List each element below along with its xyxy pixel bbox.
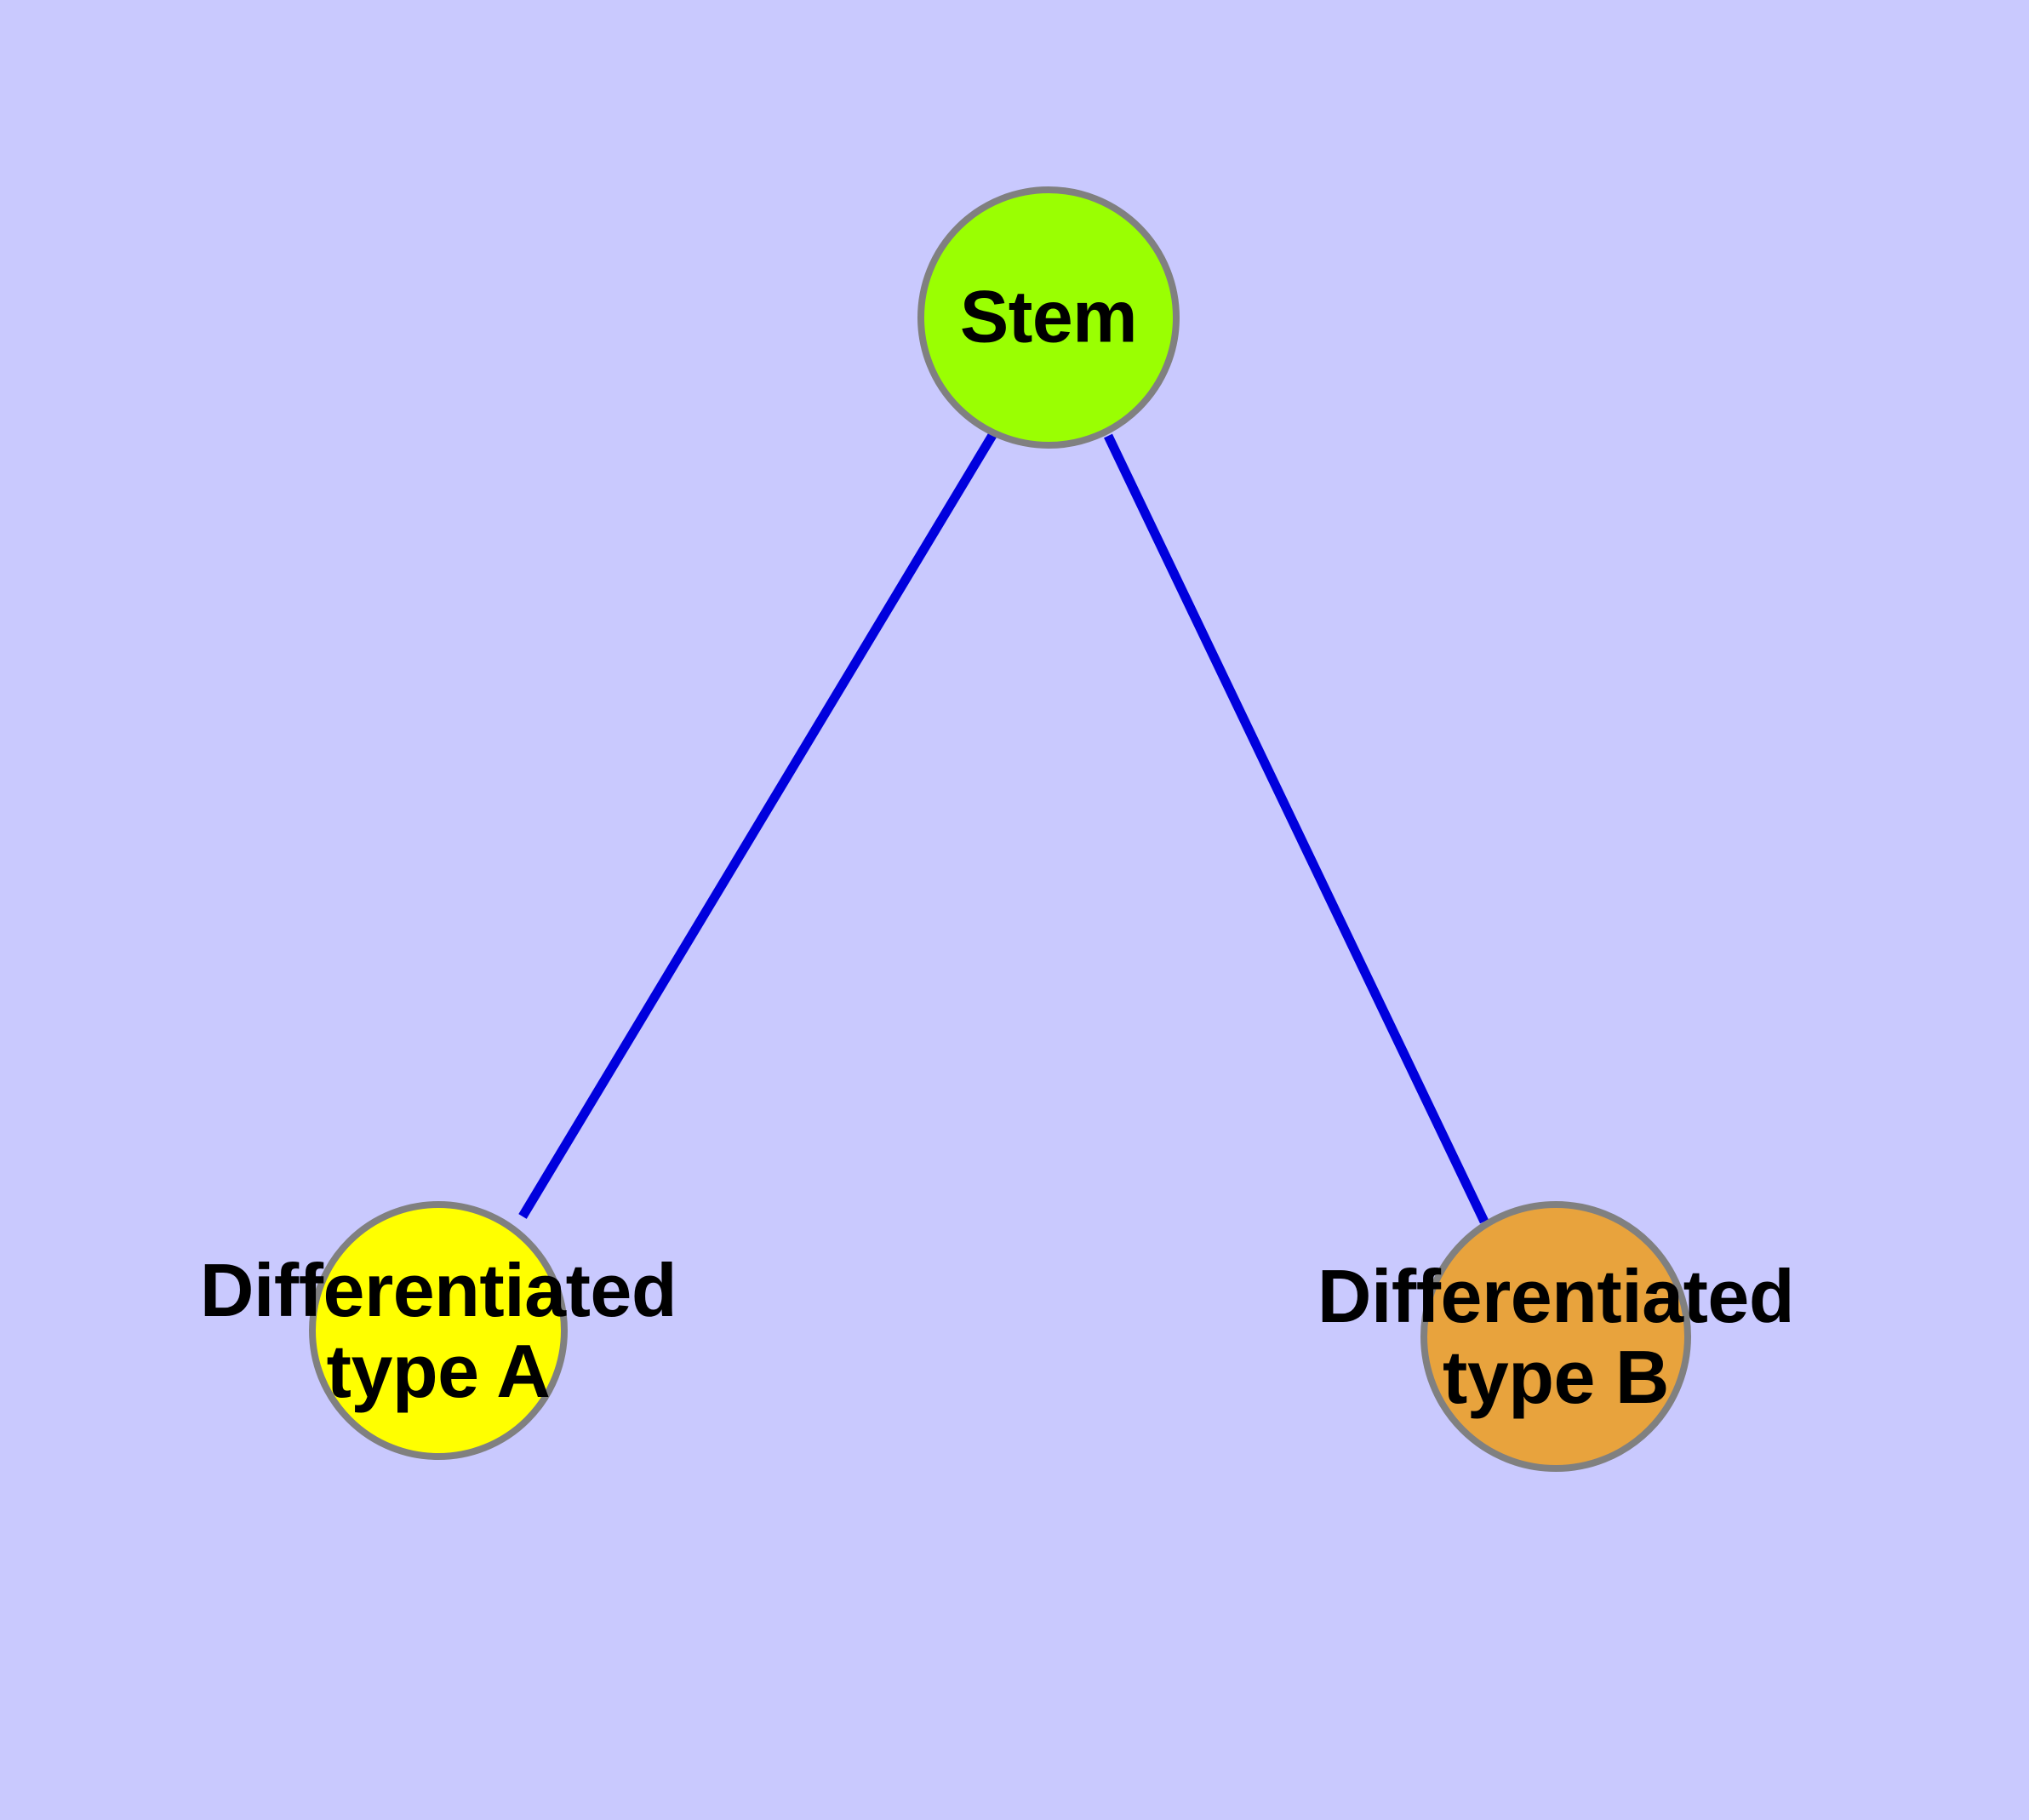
- edge-stem-to-differentiated-type-b: [1104, 433, 1489, 1224]
- edges-group: [518, 430, 1489, 1224]
- edge-stem-to-differentiated-type-a: [518, 430, 998, 1219]
- node-differentiated-type-a[interactable]: [309, 1201, 568, 1460]
- node-stem[interactable]: [917, 186, 1180, 449]
- nodes-group: [309, 186, 1691, 1472]
- node-differentiated-type-b[interactable]: [1420, 1201, 1691, 1472]
